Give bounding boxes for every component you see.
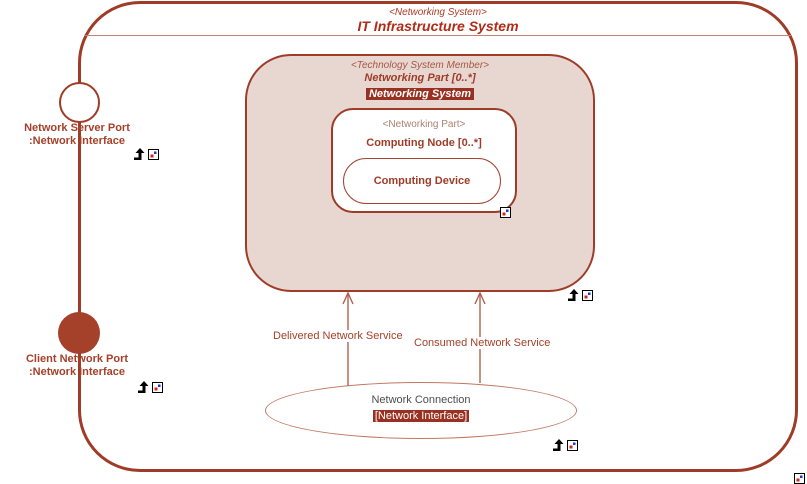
computing-node-icons xyxy=(500,205,511,223)
connection-name: Network Connection xyxy=(371,394,471,406)
client-network-port-label: Client Network Port :Network Interface xyxy=(11,353,143,379)
networking-part-icons xyxy=(568,288,593,306)
member-name: Networking Part [0..*] xyxy=(364,72,476,84)
delivered-service-label[interactable]: Delivered Network Service xyxy=(271,330,405,342)
consumed-service-label[interactable]: Consumed Network Service xyxy=(412,337,553,349)
model-element-marker-icon[interactable] xyxy=(500,205,511,223)
network-connection-ellipse[interactable]: Network Connection [Network Interface] xyxy=(265,382,577,439)
model-element-marker-icon[interactable] xyxy=(794,471,805,484)
system-stereotype: <Networking System> xyxy=(389,7,487,18)
client-port-type: :Network Interface xyxy=(29,366,125,378)
computing-device-box[interactable]: Computing Device xyxy=(343,158,501,204)
server-port-name: Network Server Port xyxy=(24,122,130,134)
system-title-compartment: <Networking System> IT Infrastructure Sy… xyxy=(81,6,795,33)
client-port-name: Client Network Port xyxy=(25,353,129,365)
diagram-corner-icon xyxy=(794,471,805,484)
model-element-marker-icon[interactable] xyxy=(148,147,159,165)
model-element-marker-icon[interactable] xyxy=(582,288,593,306)
navigate-up-arrow-icon[interactable] xyxy=(134,147,145,165)
node-name: Computing Node [0..*] xyxy=(366,137,482,149)
member-stereotype: <Technology System Member> xyxy=(350,60,490,71)
navigate-up-arrow-icon[interactable] xyxy=(568,288,579,306)
node-stereotype: <Networking Part> xyxy=(382,119,466,130)
system-title: IT Infrastructure System xyxy=(357,18,519,34)
model-element-marker-icon[interactable] xyxy=(152,380,163,398)
it-infrastructure-system-boundary[interactable]: <Networking System> IT Infrastructure Sy… xyxy=(78,1,798,472)
network-connection-icons xyxy=(553,438,578,456)
model-element-marker-icon[interactable] xyxy=(567,438,578,456)
client-network-port[interactable] xyxy=(58,312,100,354)
connection-type-badge[interactable]: [Network Interface] xyxy=(372,410,470,422)
client-port-icons xyxy=(138,380,163,398)
server-port-type: :Network Interface xyxy=(29,135,125,147)
navigate-up-arrow-icon[interactable] xyxy=(138,380,149,398)
network-server-port[interactable] xyxy=(59,82,100,123)
member-type-badge[interactable]: Networking System xyxy=(365,88,475,100)
server-port-icons xyxy=(134,147,159,165)
network-server-port-label: Network Server Port :Network Interface xyxy=(11,122,143,148)
title-separator-line xyxy=(85,35,791,36)
navigate-up-arrow-icon[interactable] xyxy=(553,438,564,456)
